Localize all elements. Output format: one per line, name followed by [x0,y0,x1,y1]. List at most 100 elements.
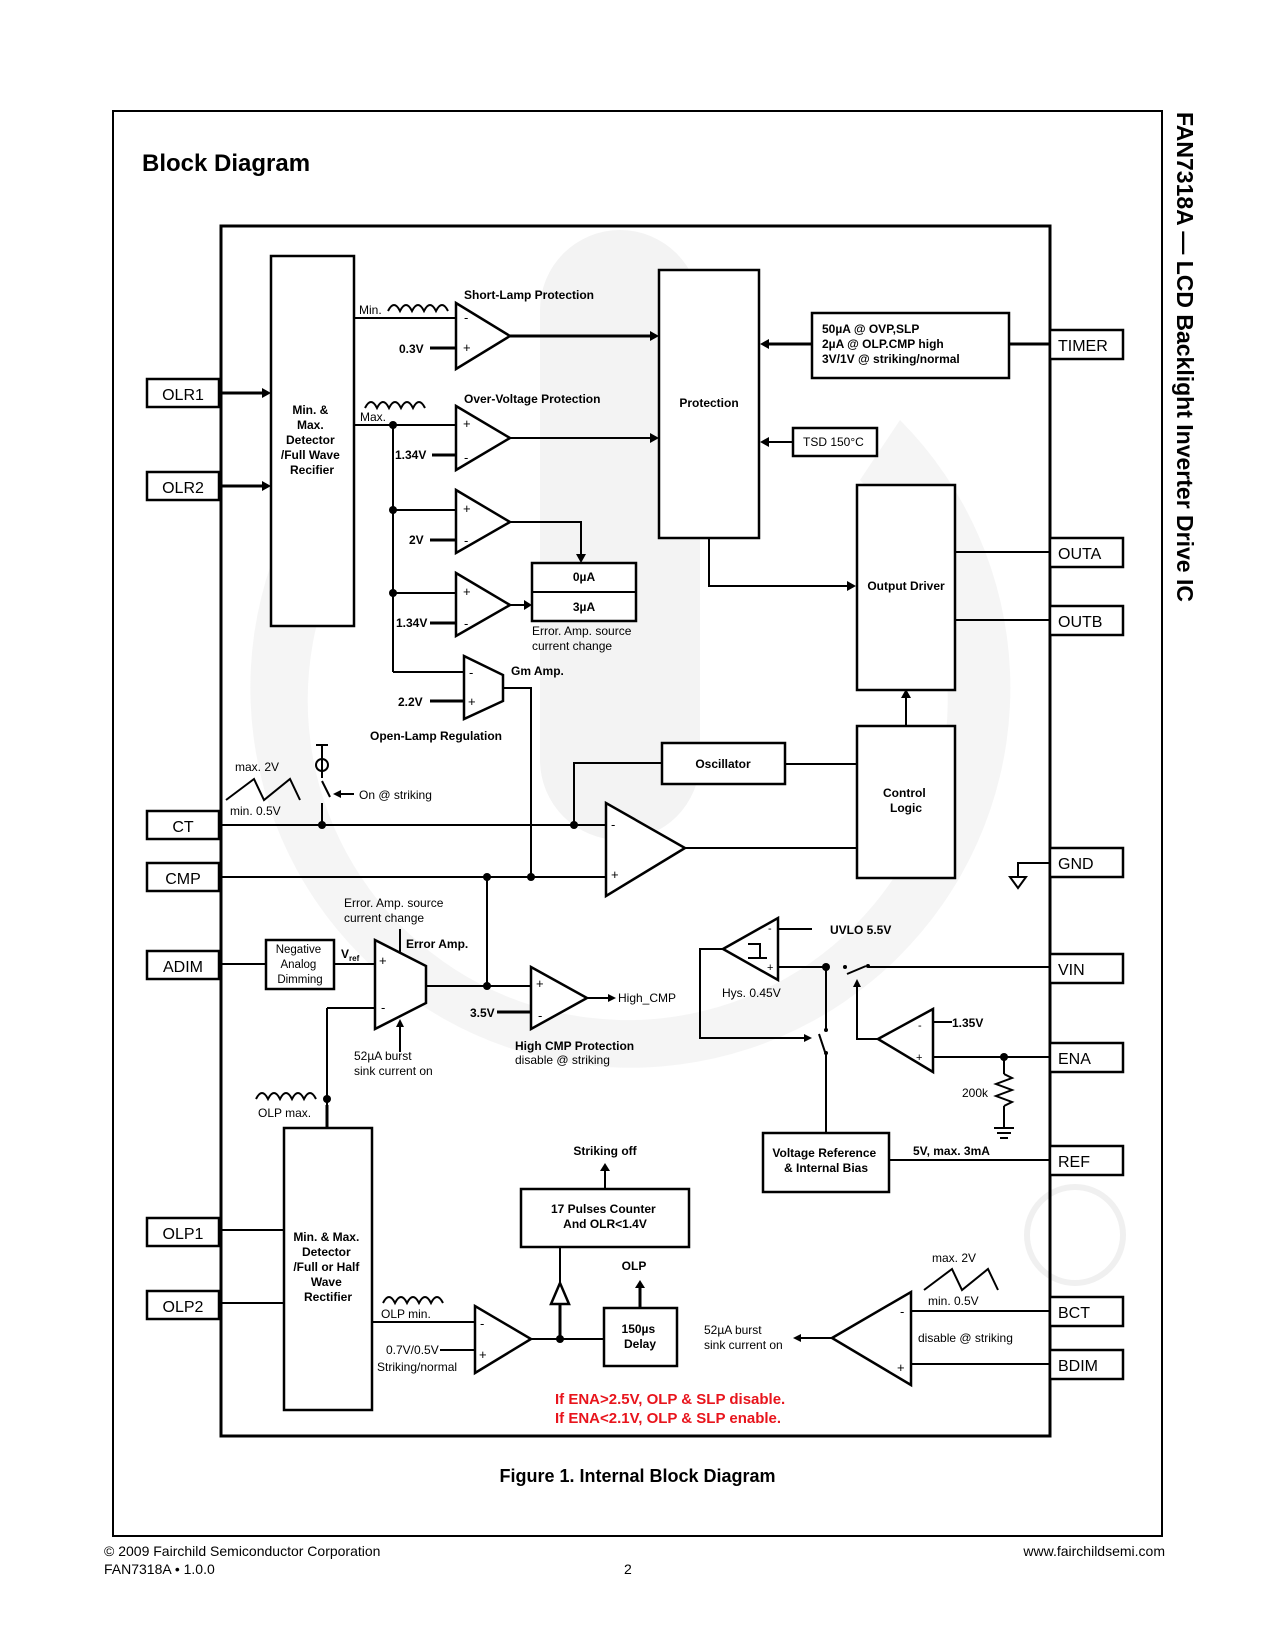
svg-text:OLR2: OLR2 [162,480,204,497]
svg-text:0µA: 0µA [573,570,596,584]
comparator-2v: + - [454,487,513,556]
arrow-icon [262,481,271,491]
svg-text:VIN: VIN [1058,962,1085,979]
svg-text:Over-Voltage Protection: Over-Voltage Protection [464,392,600,406]
svg-text:ENA: ENA [1058,1051,1091,1068]
svg-text:-: - [538,1008,542,1023]
arrow-icon [760,339,769,349]
voltage-reference-block: Voltage Reference & Internal Bias [761,1131,891,1194]
svg-text:-: - [611,817,615,832]
sawtooth-wave-icon [225,777,301,802]
svg-text:min. 0.5V: min. 0.5V [928,1294,979,1308]
over-voltage-comparator: + - [454,403,513,473]
arrow-icon [396,1019,404,1027]
svg-text:Voltage Reference & Inte: Voltage Reference & Internal Bias [772,1146,879,1175]
svg-text:+: + [463,501,471,516]
svg-text:OLP: OLP [622,1259,647,1273]
svg-text:2.2V: 2.2V [398,695,423,709]
tsd-box: TSD 150°C [791,426,879,458]
pwm-comparator: - + [604,800,688,899]
svg-text:+: + [463,584,471,599]
footer-page-number: 2 [624,1561,632,1577]
oscillator-block: Oscillator [660,741,787,786]
svg-text:Error Amp.: Error Amp. [406,937,468,951]
arrow-icon [650,331,659,341]
svg-text:CT: CT [172,819,194,836]
olp-comparator: - + [473,1303,534,1376]
svg-text:Short-Lamp Protection: Short-Lamp Protection [464,288,594,302]
svg-text:+: + [379,953,387,968]
pin-cmp: CMP [145,861,221,893]
svg-text:-: - [381,1000,385,1015]
neg-analog-dimming-block: Negative Analog Dimming [264,938,336,991]
svg-text:52µA burst sink current on: 52µA burst sink current on [354,1049,433,1078]
svg-text:+: + [463,416,471,431]
output-driver-block: Output Driver [855,483,957,692]
svg-text:BDIM: BDIM [1058,1358,1098,1375]
pin-olp2: OLP2 [145,1289,221,1321]
svg-text:Open-Lamp Regulation: Open-Lamp Regulation [370,729,502,743]
arrow-icon [760,437,769,447]
svg-text:Min.: Min. [359,303,382,317]
svg-text:+: + [916,1052,922,1064]
high-cmp-comparator: + - [529,964,590,1032]
svg-text:REF: REF [1058,1154,1090,1171]
pin-ct: CT [145,809,221,841]
page-frame [112,110,1163,1537]
svg-text:17 Pulses Counter And OL: 17 Pulses Counter And OLR<1.4V [551,1202,659,1231]
sine-wave-icon [382,1296,444,1306]
current-source-switch [315,744,331,829]
svg-text:On @ striking: On @ striking [359,788,432,802]
pin-vin: VIN [1048,952,1125,985]
svg-text:+: + [479,1347,487,1362]
arrow-icon [608,994,616,1002]
svg-text:-: - [900,1304,904,1319]
chip-outline [219,224,1052,1438]
svg-text:0.3V: 0.3V [399,342,424,356]
svg-text:-: - [480,1316,484,1331]
svg-text:BCT: BCT [1058,1305,1090,1322]
svg-text:1.34V: 1.34V [396,616,427,630]
burst-comparator: - + [829,1289,913,1388]
svg-text:Min. & Max. Detect: Min. & Max. Detector /Full Wave Recifier [281,403,343,477]
pin-olr1: OLR1 [145,377,221,409]
svg-text:ADIM: ADIM [163,959,203,976]
pin-bdim: BDIM [1048,1348,1125,1381]
timer-current-box: 50µA @ OVP,SLP 2µA @ OLP.CMP high 3V/1V … [810,311,1011,380]
comparator-1-34v: + - [454,570,513,639]
uvlo-comparator: - + [720,915,780,983]
olr-detector-block: Min. & Max. Detector /Full Wave Recifier [269,254,356,628]
svg-text:5V, max. 3mA: 5V, max. 3mA [913,1144,990,1158]
svg-text:disable @ striking: disable @ striking [515,1053,610,1067]
short-lamp-comparator: - + [454,300,513,372]
svg-text:3.5V: 3.5V [470,1006,495,1020]
svg-text:-: - [464,310,468,325]
svg-text:OLP2: OLP2 [163,1299,204,1316]
buffer-icon [549,1279,571,1306]
svg-text:disable @ striking: disable @ striking [918,1331,1013,1345]
pin-olp1: OLP1 [145,1216,221,1248]
pin-gnd: GND [1048,846,1125,879]
ena-comparator: - + [875,1006,935,1075]
arrow-icon [333,790,341,798]
pin-ena: ENA [1048,1041,1125,1074]
arrow-icon [262,388,271,398]
page-title: Block Diagram [142,150,311,177]
svg-text:Striking off: Striking off [573,1144,637,1158]
svg-text:OLR1: OLR1 [162,387,204,404]
svg-text:max. 2V: max. 2V [932,1251,976,1265]
svg-text:Max.: Max. [360,410,386,424]
svg-text:-: - [768,923,772,935]
svg-text:Vref: Vref [341,947,360,963]
svg-text:UVLO 5.5V: UVLO 5.5V [830,923,891,937]
sawtooth-wave-icon [923,1267,999,1292]
svg-text:-: - [464,616,468,631]
source-current-box: 0µA 3µA [530,561,638,623]
svg-text:OUTA: OUTA [1058,546,1102,563]
footer-doc-id: FAN7318A • 1.0.0 [104,1561,215,1577]
pin-timer: TIMER [1048,328,1125,361]
arrow-icon [524,600,532,610]
pin-ref: REF [1048,1144,1125,1177]
arrow-icon [901,689,911,698]
svg-text:TSD 150°C: TSD 150°C [803,435,864,449]
